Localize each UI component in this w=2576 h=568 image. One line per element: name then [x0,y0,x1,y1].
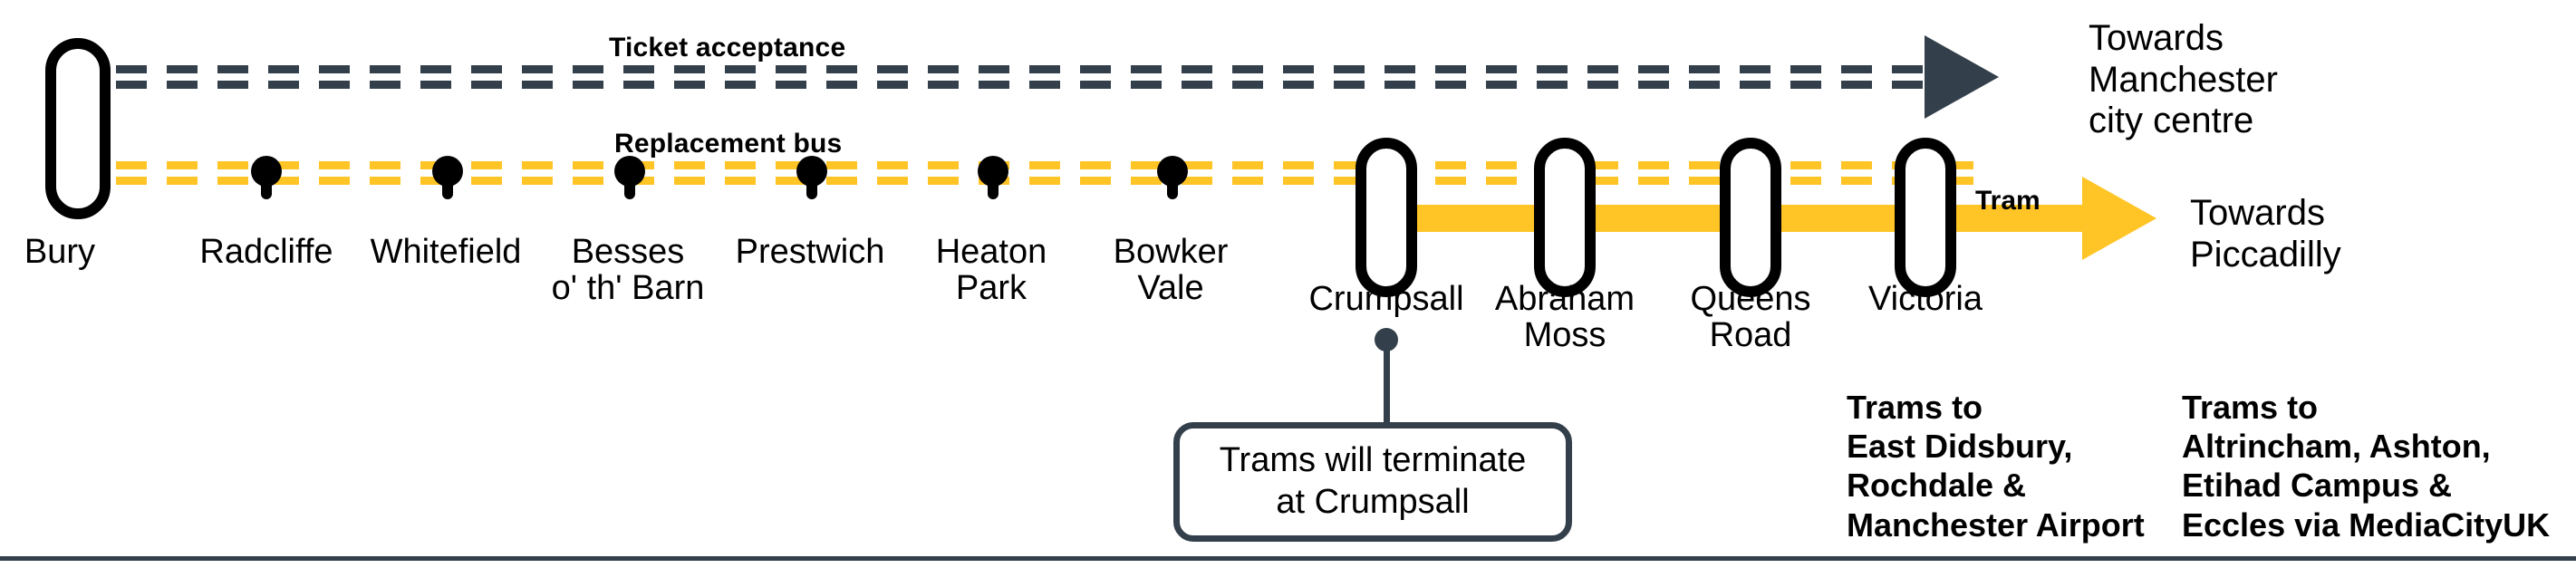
station-marker-bury[interactable] [45,38,111,219]
replacement-bus-label: Replacement bus [614,129,843,159]
bus-stop-marker-whitefield[interactable] [432,156,463,199]
station-marker-crumpsall[interactable] [1356,138,1417,297]
tram-direction-arrow-icon [2082,177,2156,260]
station-label-radcliffe: Radcliffe [199,233,333,271]
destination-label-rail: Towards Manchester city centre [2089,18,2278,141]
ticket-acceptance-line [116,65,1928,89]
station-label-besses-o-th-barn: Besses o' th' Barn [551,233,705,308]
callout-leader-line [1384,344,1390,426]
bus-stop-pin-stem [1167,176,1178,199]
bus-stop-pin-stem [261,176,272,199]
station-label-abraham-moss: Abraham Moss [1494,280,1635,355]
rail-direction-arrow-icon [1925,35,1999,119]
station-label-crumpsall: Crumpsall [1308,280,1464,318]
onward-travel-east-didsbury: Trams to East Didsbury, Rochdale & Manch… [1847,389,2145,544]
station-label-heaton-park: Heaton Park [935,233,1047,308]
dash-row-bottom [116,81,1928,89]
station-label-bury: Bury [24,233,96,271]
station-marker-victoria[interactable] [1895,138,1956,297]
bus-stop-pin-stem [442,176,453,199]
station-label-queens-road: Queens Road [1690,280,1811,355]
station-label-prestwich: Prestwich [735,233,885,271]
bus-stop-pin-stem [624,176,635,199]
dash-row-bottom [116,177,1987,185]
tram-line-label: Tram [1975,186,2041,216]
onward-travel-altrincham: Trams to Altrincham, Ashton, Etihad Camp… [2182,389,2551,544]
ticket-acceptance-label: Ticket acceptance [609,33,846,63]
callout-trams-terminate: Trams will terminate at Crumpsall [1173,422,1572,542]
bus-stop-marker-besses-o-th-barn[interactable] [614,156,645,199]
bus-stop-marker-heaton-park[interactable] [978,156,1008,199]
bus-stop-pin-stem [806,176,817,199]
bus-stop-pin-stem [988,176,999,199]
bus-stop-marker-radcliffe[interactable] [251,156,282,199]
station-marker-abraham-moss[interactable] [1534,138,1596,297]
bus-stop-marker-bowker-vale[interactable] [1157,156,1188,199]
bottom-divider [0,556,2576,561]
station-label-victoria: Victoria [1867,280,1983,318]
destination-label-tram: Towards Piccadilly [2190,193,2341,274]
station-label-bowker-vale: Bowker Vale [1113,233,1229,308]
station-label-whitefield: Whitefield [370,233,522,271]
replacement-bus-line [116,161,1987,185]
bus-stop-marker-prestwich[interactable] [796,156,827,199]
dash-row-top [116,161,1987,169]
dash-row-top [116,65,1928,73]
station-marker-queens-road[interactable] [1720,138,1781,297]
